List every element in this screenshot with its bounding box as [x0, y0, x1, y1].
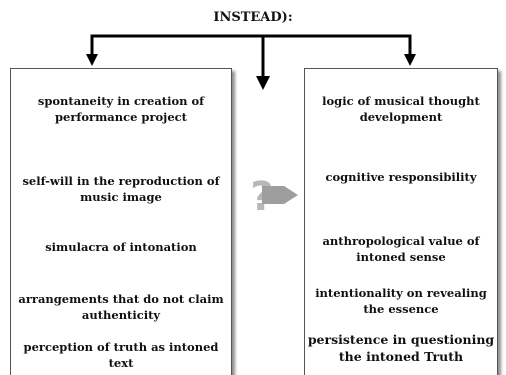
right-item: persistence in questioning the intoned T… — [307, 332, 495, 364]
right-panel: logic of musical thought development cog… — [304, 68, 498, 375]
diagram-title: INSTEAD): — [213, 10, 293, 25]
right-item: logic of musical thought development — [322, 94, 480, 124]
right-item: cognitive responsibility — [325, 170, 477, 184]
right-item: intentionality on revealing the essence — [315, 286, 487, 316]
left-item: arrangements that do not claim authentic… — [18, 292, 224, 322]
left-item: spontaneity in creation of performance p… — [37, 94, 205, 124]
bracket-line — [90, 34, 412, 58]
left-item: simulacra of intonation — [45, 240, 197, 254]
right-item: anthropological value of intoned sense — [322, 234, 480, 264]
left-panel: spontaneity in creation of performance p… — [10, 68, 232, 375]
left-arrowhead — [86, 54, 98, 66]
left-item: self-will in the reproduction of music i… — [22, 174, 220, 204]
center-arrowhead — [256, 76, 270, 90]
left-item: perception of truth as intoned text — [23, 340, 219, 370]
pointer-arrow-icon — [262, 186, 298, 204]
right-arrowhead — [404, 54, 416, 66]
